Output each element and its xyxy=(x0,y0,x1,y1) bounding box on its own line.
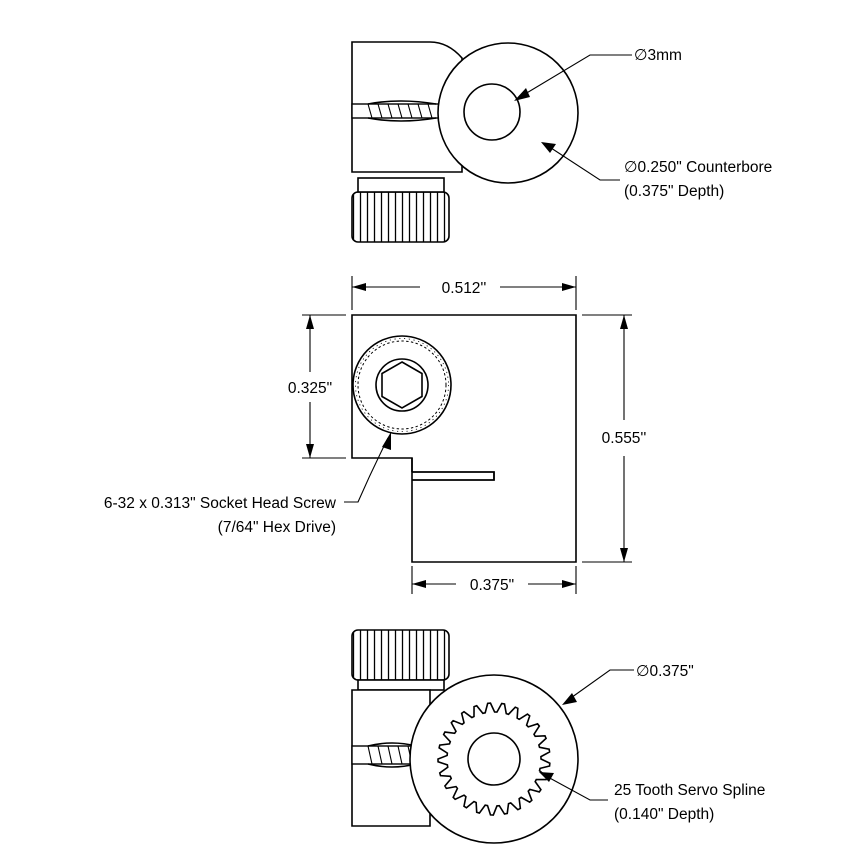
screw-knurled-head-bottom xyxy=(351,629,450,681)
front-view: 0.512'' 0.555'' 0.325" 0.375" 6-32 x 0.3… xyxy=(104,276,646,594)
spline-leader-arrow xyxy=(539,772,554,782)
clamp-slot-front xyxy=(411,458,495,481)
height-dim-label: 0.555'' xyxy=(602,430,647,447)
screw-label-line2: (7/64" Hex Drive) xyxy=(218,519,336,536)
clamp-slot-top xyxy=(351,103,453,119)
diameter-label: ∅0.375" xyxy=(636,663,694,680)
spline-label-line2: (0.140" Depth) xyxy=(614,806,714,823)
counterbore-leader-line xyxy=(547,145,620,181)
screw-leader-arrow xyxy=(382,432,391,450)
screw-head-end-view xyxy=(352,335,452,435)
bottom-view: ∅0.375" 25 Tooth Servo Spline (0.140" De… xyxy=(351,629,765,844)
hex-socket-icon xyxy=(381,361,423,409)
diameter-leader-arrow xyxy=(562,693,577,705)
spline-leader-line xyxy=(545,775,608,801)
screw-knurled-head-top xyxy=(351,191,450,243)
diameter-leader-line xyxy=(567,669,634,701)
screw-height-dim-label: 0.325" xyxy=(288,380,332,397)
thread-top xyxy=(367,100,437,122)
hole-diameter-label: ∅3mm xyxy=(634,47,682,64)
screw-label-line1: 6-32 x 0.313" Socket Head Screw xyxy=(104,495,337,512)
top-view: ∅3mm ∅0.250" Counterbore (0.375" Depth) xyxy=(351,41,772,243)
width-dim-label: 0.512'' xyxy=(442,280,487,297)
counterbore-label-line2: (0.375" Depth) xyxy=(624,183,724,200)
hole-leader-line xyxy=(519,54,632,98)
shaft-hole xyxy=(463,83,521,141)
counterbore-leader-arrow xyxy=(541,142,556,153)
hole-leader-arrow xyxy=(514,88,530,101)
screw-shank-bottom xyxy=(357,679,445,691)
spline-label-line1: 25 Tooth Servo Spline xyxy=(614,782,765,799)
counterbore-label-line1: ∅0.250" Counterbore xyxy=(624,159,772,176)
spline-center-hole xyxy=(467,732,521,786)
slot-width-dim-label: 0.375" xyxy=(470,577,514,594)
screw-shank-top xyxy=(357,177,445,193)
